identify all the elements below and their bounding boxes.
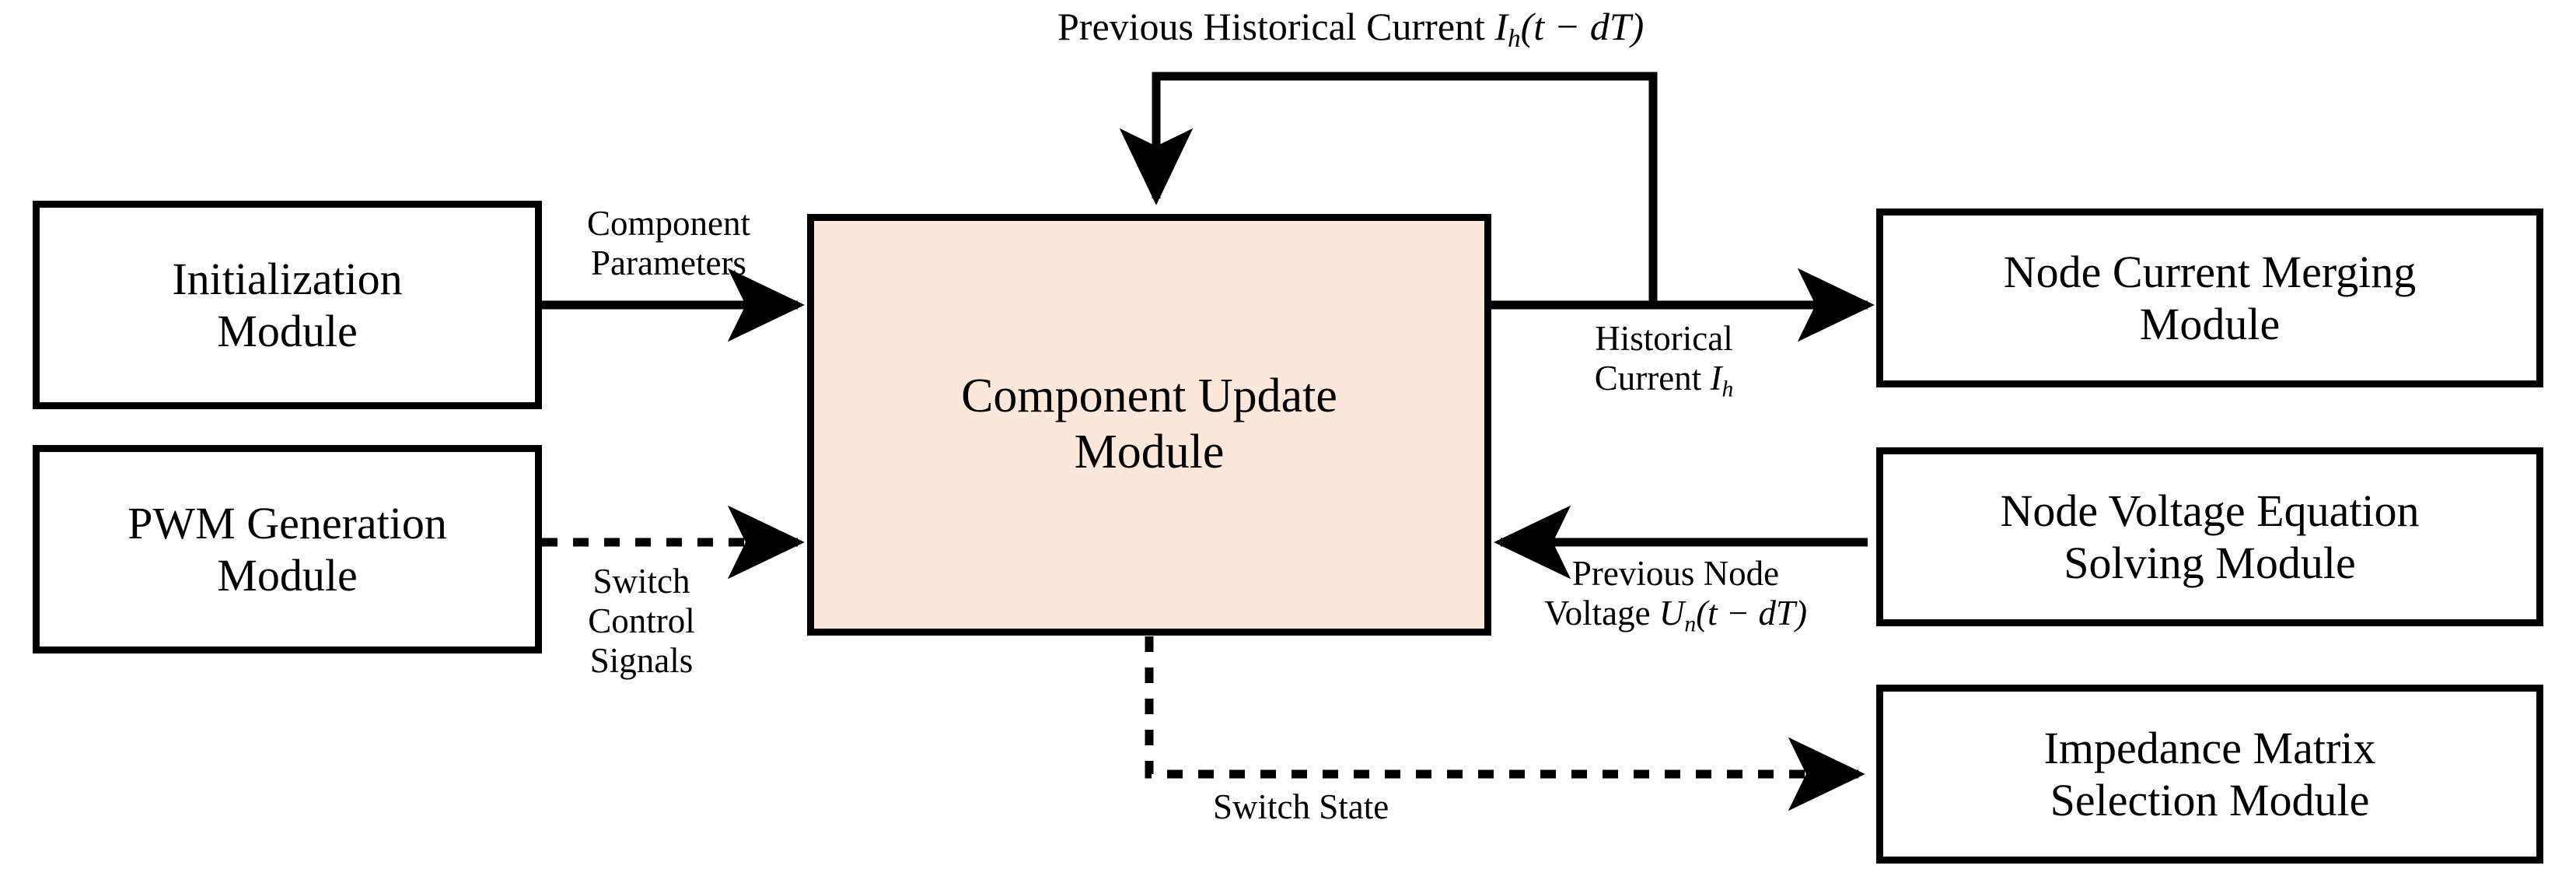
edge-label-component-parameters: Component Parameters <box>587 204 750 282</box>
node-node-voltage-equation-solving-module[interactable]: Node Voltage Equation Solving Module <box>1876 447 2543 626</box>
edge-label-historical-current-prefix: Current <box>1594 358 1711 398</box>
node-initialization-module[interactable]: Initialization Module <box>33 201 542 409</box>
edge-label-previous-historical-current-subscript: h <box>1508 25 1521 54</box>
edge-label-previous-node-voltage-suffix: (t − dT) <box>1696 593 1808 632</box>
node-pwm-generation-module-label: PWM Generation Module <box>128 497 447 601</box>
edge-component-update-to-impedance-matrix <box>1145 636 1865 811</box>
node-node-voltage-equation-solving-module-label: Node Voltage Equation Solving Module <box>2000 485 2420 588</box>
edge-label-previous-node-voltage-prefix: Voltage <box>1543 593 1659 632</box>
node-pwm-generation-module[interactable]: PWM Generation Module <box>33 445 542 653</box>
edge-label-previous-node-voltage-symbol: U <box>1658 593 1685 632</box>
edge-label-previous-historical-current: Previous Historical Current Ih(t − dT) <box>1057 5 1757 54</box>
node-node-current-merging-module[interactable]: Node Current Merging Module <box>1876 208 2543 387</box>
node-impedance-matrix-selection-module-label: Impedance Matrix Selection Module <box>2043 722 2376 825</box>
edge-label-historical-current-line1: Historical <box>1595 319 1733 358</box>
edge-label-previous-historical-current-symbol: I <box>1494 5 1508 48</box>
node-component-update-module-label: Component Update Module <box>961 370 1337 478</box>
edge-label-previous-node-voltage-line1: Previous Node <box>1571 554 1780 593</box>
edge-label-previous-node-voltage-subscript: n <box>1684 611 1697 637</box>
edge-label-historical-current-subscript: h <box>1721 377 1734 402</box>
node-initialization-module-label: Initialization Module <box>172 253 403 356</box>
edge-label-switch-control-signals: Switch Control Signals <box>588 562 695 680</box>
edge-label-previous-historical-current-suffix: (t − dT) <box>1520 5 1645 48</box>
node-node-current-merging-module-label: Node Current Merging Module <box>2003 246 2417 349</box>
node-component-update-module[interactable]: Component Update Module <box>807 214 1491 636</box>
edge-label-previous-historical-current-prefix: Previous Historical Current <box>1057 5 1495 48</box>
edge-label-historical-current-symbol: I <box>1710 358 1722 398</box>
edge-label-switch-state: Switch State <box>1213 787 1389 826</box>
node-impedance-matrix-selection-module[interactable]: Impedance Matrix Selection Module <box>1876 685 2543 864</box>
